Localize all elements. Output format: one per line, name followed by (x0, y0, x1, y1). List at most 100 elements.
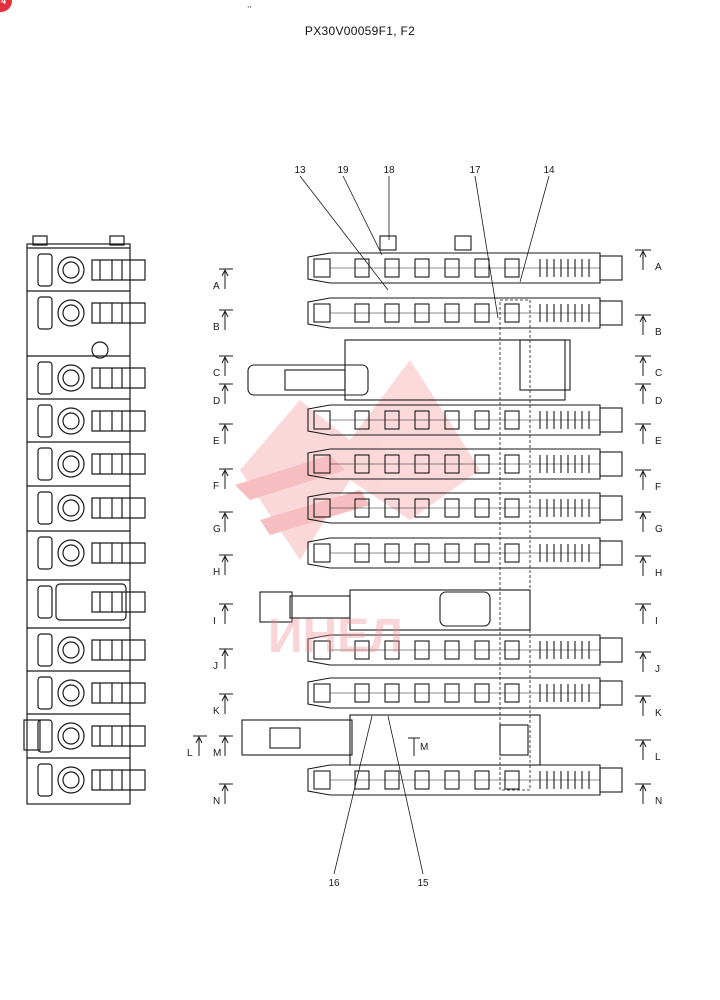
side-view-slot (37, 536, 53, 570)
section-arrowhead (639, 383, 647, 392)
section-label-right: K (655, 708, 662, 719)
side-view-slot (37, 447, 53, 481)
section-arrowhead (221, 735, 229, 744)
section-label-right: D (655, 396, 662, 407)
section-arrowhead (221, 603, 229, 612)
side-view-slot (37, 719, 53, 753)
top-fitting (454, 235, 472, 251)
section-label-left: N (213, 796, 220, 807)
section-label-left: F (213, 481, 219, 492)
side-view-slot (37, 763, 53, 797)
valve-section-body (307, 404, 601, 436)
side-view-port-outer (57, 539, 85, 567)
valve-end-cap (313, 770, 331, 790)
side-view-port-inner (62, 412, 80, 430)
section-view-assembly (241, 235, 623, 796)
callout-label: 15 (417, 878, 429, 889)
valve-spring-cap (599, 451, 623, 477)
valve-section-body (307, 492, 601, 524)
section-arrowhead (221, 355, 229, 364)
page-title: PX30V00059F1, F2 (304, 24, 416, 38)
section-cd-piston (284, 369, 346, 391)
side-view-block (55, 583, 127, 621)
callout-label: 18 (383, 165, 395, 176)
side-view-port-inner (62, 544, 80, 562)
watermark-text: ИНЕЛ (268, 610, 403, 663)
side-view-port-inner (62, 771, 80, 789)
section-arrowhead (639, 651, 647, 660)
side-view-port-inner (62, 455, 80, 473)
valve-spring-cap (599, 300, 623, 326)
callout-leader (299, 175, 389, 291)
valve-end-cap (313, 258, 331, 278)
side-view-slot (37, 404, 53, 438)
section-arrowhead (221, 423, 229, 432)
side-view-spool-end (91, 591, 146, 613)
side-view-port-outer (57, 722, 85, 750)
side-view-bolt (32, 235, 48, 246)
section-lm-body (349, 714, 541, 766)
section-arrowhead (639, 555, 647, 564)
side-view-spool-end (91, 497, 146, 519)
callout-leader (333, 715, 373, 875)
section-arrowhead (221, 554, 229, 563)
section-arrowhead (221, 383, 229, 392)
section-label-left: L (187, 748, 193, 759)
side-view-spool-end (91, 410, 146, 432)
side-view-spool-end (91, 682, 146, 704)
valve-spring-cap (599, 407, 623, 433)
valve-section-body (307, 252, 601, 284)
section-cd-body (344, 339, 566, 401)
watermark-logo (235, 360, 480, 560)
section-label-left: C (213, 368, 220, 379)
section-label-left: I (213, 616, 216, 627)
valve-end-cap (313, 303, 331, 323)
side-view-outline (26, 243, 131, 805)
section-arrowhead (221, 309, 229, 318)
side-view-spool-end (91, 302, 146, 324)
side-view-port-inner (62, 727, 80, 745)
section-label-right: F (655, 482, 661, 493)
section-arrowhead (639, 511, 647, 520)
side-view-port-outer (57, 407, 85, 435)
section-label-right: H (655, 568, 662, 579)
callout-label: 14 (543, 165, 555, 176)
side-view-port-outer (57, 679, 85, 707)
side-view-assembly (23, 235, 146, 805)
section-arrowhead (639, 739, 647, 748)
side-view-spool-end (91, 769, 146, 791)
section-arrowhead (639, 469, 647, 478)
section-label-right: A (655, 262, 662, 273)
side-view-slot (37, 633, 53, 667)
valve-spring-cap (599, 540, 623, 566)
section-label-left: E (213, 436, 220, 447)
side-view-port-outer (57, 636, 85, 664)
section-label-left: J (213, 661, 218, 672)
section-label-right: J (655, 664, 660, 675)
section-arrowhead (639, 695, 647, 704)
section-arrowhead (639, 249, 647, 258)
section-lm-end (499, 724, 529, 756)
side-view-port-inner (62, 369, 80, 387)
valve-end-cap (313, 683, 331, 703)
section-label-left: K (213, 706, 220, 717)
valve-spring-cap (599, 495, 623, 521)
section-i-cap (259, 591, 293, 623)
section-arrowhead (221, 511, 229, 520)
section-cd-actuator (247, 364, 369, 396)
side-view-bottom-port (23, 719, 41, 751)
side-view-port-outer (57, 364, 85, 392)
side-view-spool-end (91, 259, 146, 281)
section-label-left: G (213, 524, 221, 535)
valve-end-cap (313, 543, 331, 563)
section-arrowhead (221, 783, 229, 792)
section-arrowhead (639, 314, 647, 323)
callout-leader (342, 175, 383, 256)
side-view-slot (37, 253, 53, 287)
side-view-plug (91, 341, 109, 359)
side-view-port-inner (62, 304, 80, 322)
side-view-slot (37, 676, 53, 710)
side-view-port-outer (57, 450, 85, 478)
side-view-slot (37, 296, 53, 330)
